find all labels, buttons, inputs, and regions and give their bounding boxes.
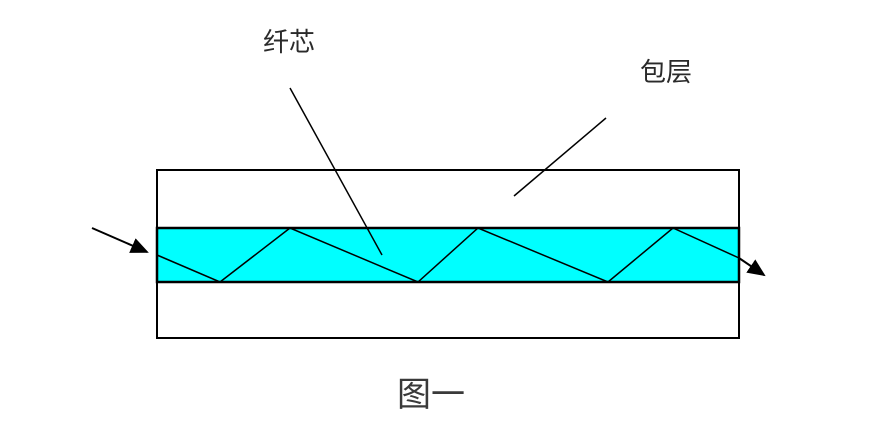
cladding-label: 包层	[640, 58, 693, 88]
core-label: 纤芯	[263, 28, 316, 58]
cladding-leader-line	[513, 117, 607, 197]
exit-light-arrow	[738, 257, 766, 277]
core-leader-line	[289, 87, 383, 256]
figure-caption: 图一	[397, 375, 465, 415]
light-ray-zigzag	[156, 227, 740, 283]
incident-light-arrow	[91, 227, 149, 253]
